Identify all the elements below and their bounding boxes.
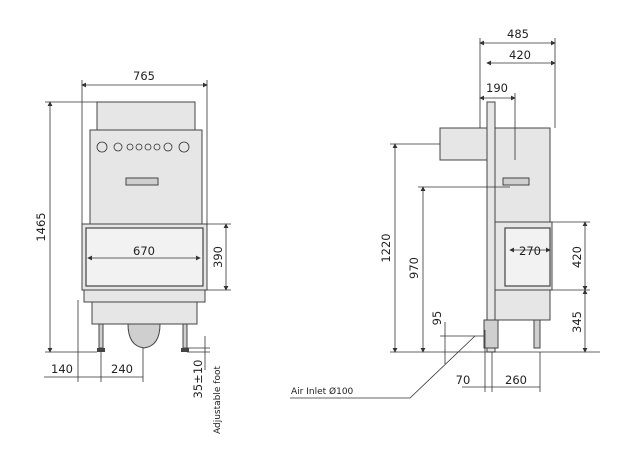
front-view: 765 1465 670 390 140 240 35±10 Adjustabl… [34, 69, 231, 434]
side-base [494, 289, 551, 321]
dim-base-height: 345 [570, 311, 584, 333]
side-leg [533, 319, 541, 349]
control-panel [89, 129, 203, 225]
leg-right [182, 323, 188, 349]
dim-foot-adjust: 35±10 [191, 360, 205, 399]
vent-circles [96, 141, 190, 153]
foot-right [181, 348, 189, 352]
dim-glass-height: 390 [211, 246, 225, 268]
dim-air-inlet-height: 95 [430, 311, 444, 326]
lower-housing [91, 301, 198, 325]
dim-width: 765 [133, 69, 155, 83]
side-upper [494, 127, 551, 223]
dim-leg-offset: 140 [51, 362, 73, 376]
dim-door-height: 420 [570, 246, 584, 268]
grille [125, 177, 159, 186]
side-glass [504, 227, 551, 287]
leg-left [98, 323, 104, 349]
flue-box [439, 127, 488, 161]
air-inlet-label: Air Inlet Ø100 [291, 386, 354, 397]
dim-glass-width: 670 [133, 244, 155, 258]
foot-left [97, 348, 105, 352]
dim-flue-offset: 190 [486, 81, 508, 95]
air-inlet-pipe [483, 319, 499, 349]
dim-inlet-offset: 70 [456, 373, 471, 387]
top-housing [96, 101, 196, 133]
side-view: 485 420 190 1220 970 95 270 420 345 70 2… [290, 27, 600, 399]
rear-panel [486, 101, 496, 353]
dim-depth-body: 420 [509, 48, 531, 62]
door-base [83, 289, 206, 303]
air-inlet-leader [290, 335, 476, 399]
dim-flue-height: 1220 [379, 233, 393, 262]
dim-depth-total: 485 [507, 27, 529, 41]
dim-top-inlet-height: 970 [407, 257, 421, 279]
dim-leg-spacing: 260 [505, 373, 527, 387]
dim-height: 1465 [34, 212, 48, 241]
air-inlet-bowl [127, 323, 161, 349]
adjustable-foot-label: Adjustable foot [213, 366, 223, 434]
dim-door-width: 270 [519, 244, 541, 258]
dim-leg-to-center: 240 [111, 362, 133, 376]
side-grille [502, 177, 530, 186]
